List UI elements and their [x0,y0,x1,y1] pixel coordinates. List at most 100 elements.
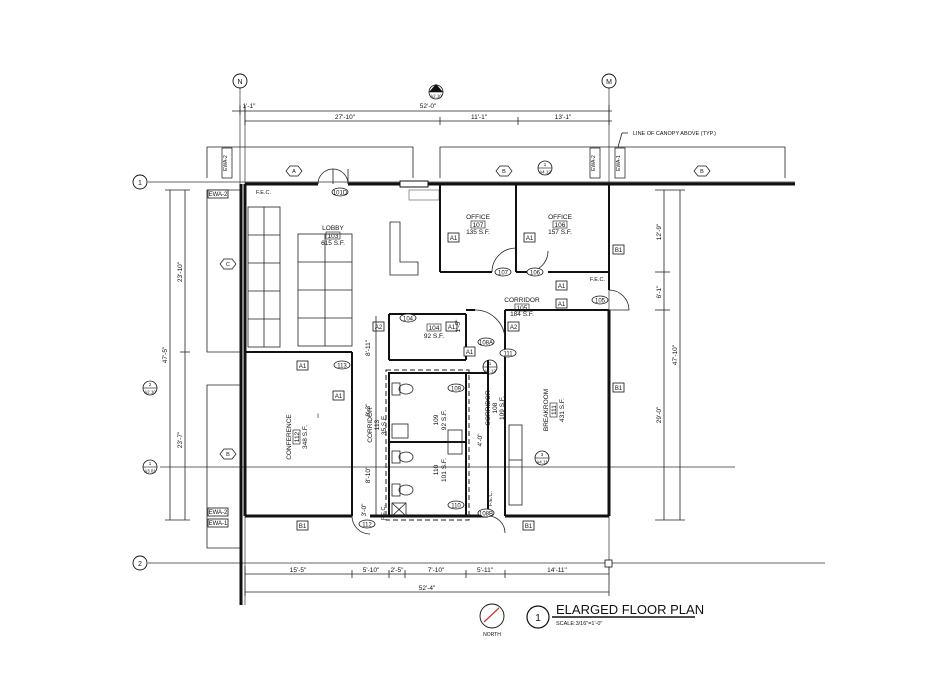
svg-text:47'-5": 47'-5" [162,346,169,363]
svg-text:A1: A1 [448,325,456,331]
svg-text:5'-11": 5'-11" [477,567,494,574]
svg-text:A2.10: A2.10 [430,94,442,99]
svg-text:5'-10": 5'-10" [363,567,380,574]
svg-text:B: B [502,169,506,175]
door-tag: 112 [358,519,376,529]
svg-text:A: A [292,169,296,175]
grid-lines [148,88,825,605]
svg-text:105: 105 [595,299,606,305]
shaft-box [391,502,407,517]
svg-text:C: C [226,262,230,268]
svg-text:101D: 101D [333,191,348,197]
svg-text:52'-0": 52'-0" [420,103,437,110]
door-tag: 111 [499,348,517,358]
svg-text:27'-10": 27'-10" [335,114,356,121]
door-tag: 109 [447,383,465,393]
partition-tag: EWA-2 [207,507,229,517]
svg-text:15'-5": 15'-5" [290,567,307,574]
svg-text:6'-1": 6'-1" [656,285,663,299]
svg-text:112: 112 [294,431,301,442]
svg-text:CONFERENCE: CONFERENCE [286,414,293,460]
svg-text:A2: A2 [510,325,518,331]
svg-text:A1: A1 [558,284,566,290]
svg-text:106: 106 [555,222,566,229]
svg-text:B1: B1 [615,248,623,254]
svg-text:I: I [317,413,319,420]
svg-text:52'-4": 52'-4" [419,585,436,592]
svg-text:3: 3 [541,452,544,457]
svg-text:A1: A1 [450,236,458,242]
svg-text:1'-5": 1'-5" [455,319,462,333]
svg-text:103: 103 [328,233,339,240]
room-label-conference: CONFERENCE 112 348 S.F. [286,414,309,460]
lobby-bench [247,206,281,348]
room-label-restroom-110: 110 101 S.F. [433,458,448,482]
lobby-table [297,233,353,347]
svg-text:2: 2 [149,382,152,387]
reception-desk [389,221,419,276]
entrance-door [317,168,349,185]
door-tag: 101D [331,187,349,197]
wall-type-tag: B [693,165,711,177]
ceiling-dashed-line [385,369,470,521]
svg-text:111: 111 [551,405,558,415]
dimensions-interior: 8'-11" 9'-3" 8'-10" 3'-0" 4'-0" 1'-5" I [317,316,484,516]
svg-text:23'-10": 23'-10" [177,261,184,282]
svg-text:1: 1 [535,613,541,624]
svg-text:A1: A1 [558,302,566,308]
svg-text:EWA-1: EWA-1 [209,521,228,527]
room-label-office-107: OFFICE 107 135 S.F. [466,214,491,236]
door-tag: 104 [399,313,417,323]
svg-text:92 S.F.: 92 S.F. [424,333,444,340]
svg-text:A1: A1 [466,350,474,356]
svg-text:113: 113 [374,419,381,430]
svg-text:CORRIDOR: CORRIDOR [504,297,540,304]
svg-text:29'-0": 29'-0" [656,406,663,423]
svg-text:M: M [606,79,612,86]
door-tag: 108A [477,337,495,347]
door-tag: 110 [447,500,465,510]
section-marker: 1 A4.12 [482,359,498,375]
dimensions-top: 1'-1" 52'-0" 27'-10" 11'-1" 13'-1" [232,103,612,125]
svg-text:2: 2 [138,561,142,568]
door-tag: 113 [333,360,351,370]
svg-text:35 S.F.: 35 S.F. [381,415,388,435]
svg-text:7'-10": 7'-10" [428,567,445,574]
svg-text:109: 109 [433,414,440,425]
svg-text:157 S.F.: 157 S.F. [548,229,572,236]
partition-tag: A2 [507,321,520,332]
grid-bubble-1: 1 [132,174,148,190]
svg-text:NORTH: NORTH [483,632,501,638]
svg-text:EWA-1: EWA-1 [616,155,622,171]
exterior-walls [239,180,795,605]
svg-text:108B: 108B [479,512,493,518]
svg-text:A2: A2 [375,325,383,331]
svg-text:A1: A1 [335,394,343,400]
svg-text:92 S.F.: 92 S.F. [441,410,448,430]
svg-text:23'-7": 23'-7" [177,431,184,448]
room-label-breakroom: BREAKROOM 111 431 S.F. [543,389,566,431]
svg-text:14'-11": 14'-11" [547,567,567,574]
section-marker: 2 A2.10 [142,380,158,396]
grid-bubble-n: N [232,73,248,89]
svg-text:1: 1 [149,461,152,466]
room-label-corridor-105: CORRIDOR 105 184 S.F. [504,297,540,318]
svg-text:B1: B1 [299,524,307,530]
svg-text:EWA-2: EWA-2 [223,155,229,171]
svg-text:2'-5": 2'-5" [391,567,405,574]
svg-text:109 S.F.: 109 S.F. [499,396,506,420]
svg-text:1'-1": 1'-1" [243,103,257,110]
svg-text:8'-10": 8'-10" [365,466,372,483]
svg-text:CORRIDOR: CORRIDOR [485,390,492,426]
partition-tag: A1 [447,232,460,243]
svg-text:11'-1": 11'-1" [471,114,488,121]
partition-tag: B1 [296,520,309,531]
svg-text:615 S.F.: 615 S.F. [321,240,345,247]
breakroom-counter [508,424,523,506]
wall-type-tag: A [285,165,303,177]
svg-text:135 S.F.: 135 S.F. [466,229,490,236]
door-tag: 107 [494,267,512,277]
svg-text:LOBBY: LOBBY [322,225,344,232]
partition-tag: A1 [445,321,458,332]
svg-text:108: 108 [492,402,499,413]
